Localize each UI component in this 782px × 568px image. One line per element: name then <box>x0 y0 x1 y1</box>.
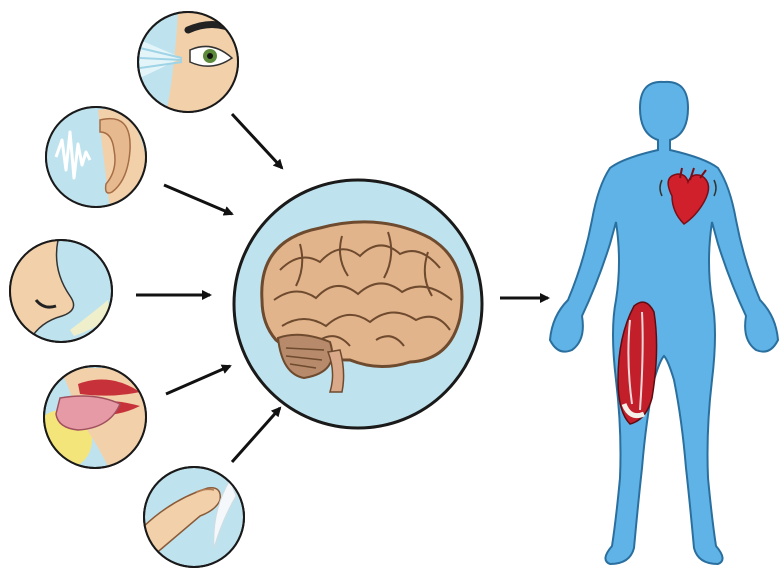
sense-touch <box>140 467 244 568</box>
sense-hearing <box>46 107 150 210</box>
arrow-sight-to-brain <box>232 114 282 168</box>
sense-taste <box>32 366 150 470</box>
sense-smell <box>10 240 112 345</box>
arrow-hearing-to-brain <box>164 185 232 214</box>
output-body <box>550 82 778 564</box>
sense-sight <box>138 8 250 120</box>
arrow-touch-to-brain <box>232 408 280 462</box>
center-brain <box>234 180 482 428</box>
arrow-taste-to-brain <box>166 366 230 394</box>
